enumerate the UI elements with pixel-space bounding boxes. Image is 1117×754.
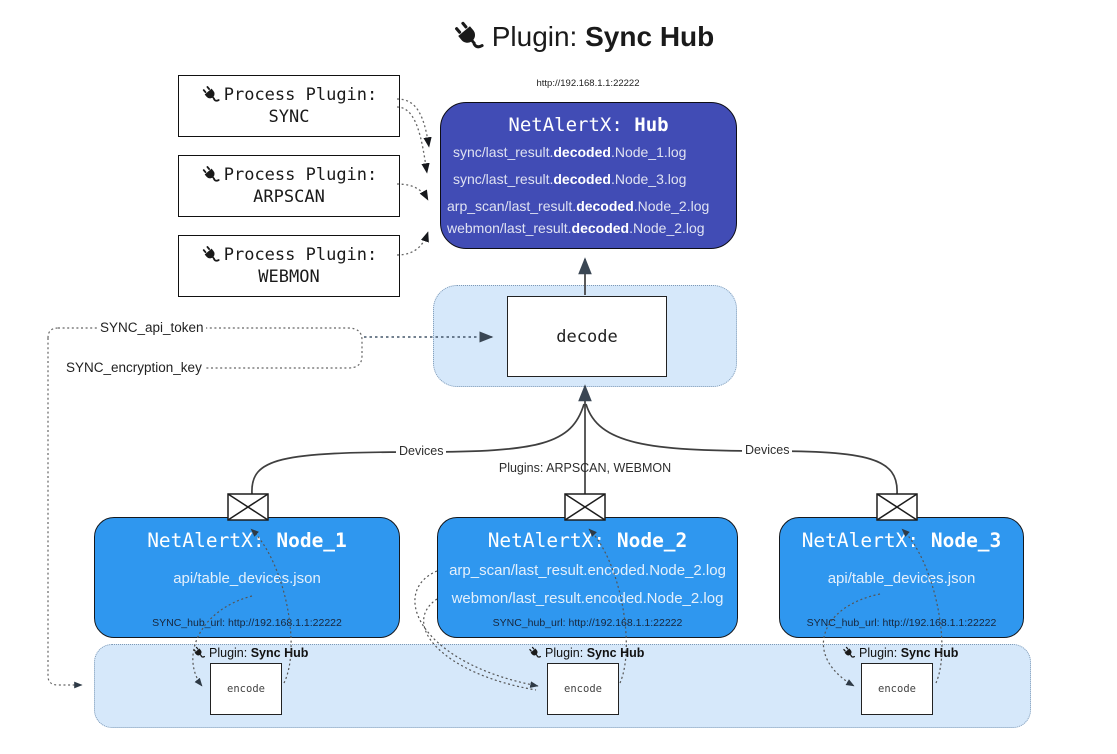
node-3-box: NetAlertX: Node_3 api/table_devices.json… — [779, 517, 1024, 638]
plug-icon — [200, 165, 221, 185]
hub-log-line: sync/last_result.decoded.Node_1.log — [453, 144, 687, 160]
process-plugin-webmon: Process Plugin: WEBMON — [178, 235, 400, 297]
plug-icon — [842, 646, 856, 660]
strip-plugin-label: Plugin: Sync Hub — [528, 646, 644, 660]
sync-encryption-key-label: SYNC_encryption_key — [64, 360, 204, 375]
devices-label-left: Devices — [396, 444, 447, 458]
node-title: NetAlertX: Node_3 — [801, 529, 1002, 552]
process-plugin-arpscan: Process Plugin: ARPSCAN — [178, 155, 400, 217]
hub-log-line: webmon/last_result.decoded.Node_2.log — [447, 220, 705, 236]
node-title: NetAlertX: Node_2 — [487, 529, 688, 552]
plug-icon — [200, 85, 221, 105]
title-text: Plugin: Sync Hub — [491, 21, 715, 52]
hub-log-line: arp_scan/last_result.decoded.Node_2.log — [447, 198, 710, 214]
process-plugin-name: SYNC — [268, 107, 310, 127]
decode-label: decode — [556, 326, 618, 347]
encode-box: encode — [210, 663, 282, 715]
plug-icon — [192, 646, 206, 660]
process-plugin-sync: Process Plugin: SYNC — [178, 75, 400, 137]
encode-label: encode — [564, 683, 602, 695]
page-title: Plugin: Sync Hub — [403, 16, 763, 58]
plug-icon — [528, 646, 542, 660]
node-hub-url: SYNC_hub_url: http://192.168.1.1:22222 — [806, 617, 997, 629]
node-file: arp_scan/last_result.encoded.Node_2.log — [449, 562, 726, 579]
plugins-label-middle: Plugins: ARPSCAN, WEBMON — [498, 461, 672, 475]
hub-box: NetAlertX: Hub sync/last_result.decoded.… — [440, 102, 737, 249]
hub-title: NetAlertX: Hub — [508, 114, 669, 136]
strip-plugin-label: Plugin: Sync Hub — [192, 646, 308, 660]
node-file: api/table_devices.json — [827, 570, 976, 587]
node-1-box: NetAlertX: Node_1 api/table_devices.json… — [94, 517, 400, 638]
process-plugin-label: Process Plugin: — [223, 85, 378, 105]
decode-box: decode — [507, 296, 667, 377]
process-plugin-label: Process Plugin: — [223, 165, 378, 185]
hub-log-line: sync/last_result.decoded.Node_3.log — [453, 171, 687, 187]
devices-label-right: Devices — [742, 443, 793, 457]
node-hub-url: SYNC_hub_url: http://192.168.1.1:22222 — [152, 617, 342, 629]
process-plugin-name: WEBMON — [258, 267, 320, 287]
encode-box: encode — [547, 663, 619, 715]
encode-box: encode — [861, 663, 933, 715]
node-file: api/table_devices.json — [173, 570, 321, 587]
plug-icon — [200, 245, 221, 265]
node-hub-url: SYNC_hub_url: http://192.168.1.1:22222 — [492, 617, 683, 629]
encode-label: encode — [878, 683, 916, 695]
process-plugin-label: Process Plugin: — [223, 245, 378, 265]
process-plugin-name: ARPSCAN — [253, 187, 325, 207]
plug-icon — [451, 20, 486, 54]
node-title: NetAlertX: Node_1 — [147, 529, 347, 552]
encode-label: encode — [227, 683, 265, 695]
sync-api-token-label: SYNC_api_token — [98, 320, 206, 335]
hub-url-label: http://192.168.1.1:22222 — [536, 78, 640, 89]
node-2-box: NetAlertX: Node_2 arp_scan/last_result.e… — [437, 517, 738, 638]
node-file: webmon/last_result.encoded.Node_2.log — [451, 590, 724, 607]
strip-plugin-label: Plugin: Sync Hub — [842, 646, 958, 660]
